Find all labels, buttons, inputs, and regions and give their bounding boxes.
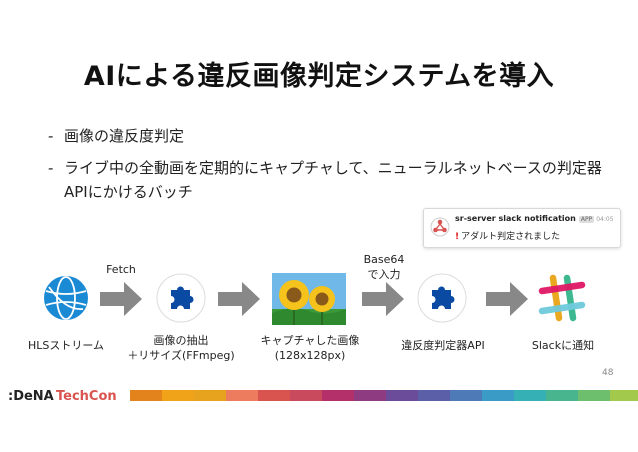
notification-time: 04:05	[596, 216, 614, 223]
footer-strip-segment	[386, 390, 418, 401]
bullet-list: - 画像の違反度判定 - ライブ中の全動画を定期的にキャプチャして、ニューラルネ…	[48, 124, 608, 212]
app-badge: APP	[578, 216, 595, 223]
arrow-label-base64: Base64 で入力	[356, 252, 412, 282]
arrow-label-base64-line2: で入力	[367, 268, 401, 281]
footer-strip-segment	[546, 390, 578, 401]
footer-strip-segment	[194, 390, 226, 401]
node-label-captured: キャプチャした画像 (128x128px)	[246, 333, 374, 363]
node-label-captured-line2: (128x128px)	[274, 349, 346, 362]
node-label-api: 違反度判定器API	[401, 339, 485, 352]
sunflower-left	[279, 280, 309, 310]
node-label-extract: 画像の抽出 ＋リサイズ(FFmpeg)	[110, 333, 252, 363]
footer-strip-segment	[418, 390, 450, 401]
footer-strip-segment	[354, 390, 386, 401]
node-label-extract-line1: 画像の抽出	[153, 334, 209, 347]
page-number: 48	[602, 368, 614, 378]
node-label-extract-line2: ＋リサイズ(FFmpeg)	[127, 349, 235, 362]
bullet-text: 画像の違反度判定	[64, 127, 185, 145]
footer-strip-segment	[450, 390, 482, 401]
footer-strip-segment	[130, 390, 162, 401]
slack-app-icon	[430, 217, 450, 237]
bullet-item: - ライブ中の全動画を定期的にキャプチャして、ニューラルネットベースの判定器AP…	[48, 156, 608, 204]
footer-strip-segment	[482, 390, 514, 401]
node-label-hls: HLSストリーム	[27, 339, 105, 352]
logo-text: :DeNA	[8, 389, 54, 404]
bullet-dash: -	[48, 127, 54, 145]
puzzle-icon	[156, 273, 206, 323]
node-label-captured-line1: キャプチャした画像	[260, 334, 360, 347]
node-label-slack: Slackに通知	[531, 339, 595, 352]
bullet-item: - 画像の違反度判定	[48, 124, 608, 148]
puzzle-icon	[417, 273, 467, 323]
dena-techcon-logo: :DeNA TechCon	[8, 389, 117, 404]
arrow-right-icon	[218, 282, 260, 316]
arrow-right-icon	[100, 282, 142, 316]
footer-strip-segment	[610, 390, 638, 401]
bullet-dash: -	[48, 159, 54, 177]
footer-strip-segment	[514, 390, 546, 401]
exclamation-icon: !	[455, 232, 460, 242]
globe-icon	[44, 276, 88, 320]
sunflower-image	[272, 273, 346, 325]
footer-strip-segment	[322, 390, 354, 401]
notification-message: !アダルト判定されました	[455, 229, 560, 242]
footer-strip-segment	[258, 390, 290, 401]
footer-strip-segment	[226, 390, 258, 401]
arrow-right-icon	[486, 282, 528, 316]
arrow-right-icon	[362, 282, 404, 316]
sunflower-right	[309, 286, 335, 312]
notification-message-text: アダルト判定されました	[461, 232, 561, 242]
arrow-label-fetch: Fetch	[106, 263, 136, 276]
notification-app-name: sr-server slack notification	[455, 214, 576, 223]
footer-strip-segment	[578, 390, 610, 401]
bullet-text: ライブ中の全動画を定期的にキャプチャして、ニューラルネットベースの判定器APIに…	[64, 159, 602, 201]
footer-strip-segment	[290, 390, 322, 401]
arrow-label-base64-line1: Base64	[363, 253, 405, 266]
logo-techcon-text: TechCon	[56, 389, 117, 404]
slide-title: AIによる違反画像判定システムを導入	[83, 61, 555, 92]
slack-icon	[538, 274, 586, 322]
footer-strip-segment	[162, 390, 194, 401]
footer-color-strip	[130, 390, 638, 401]
